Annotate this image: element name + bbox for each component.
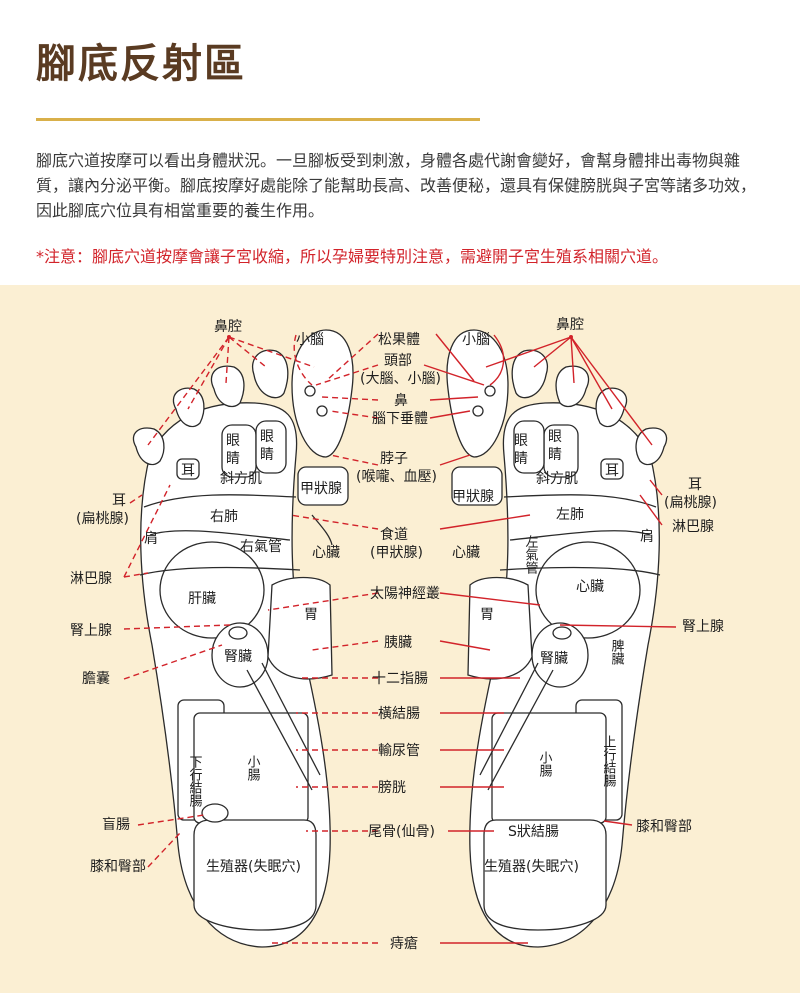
foot-reflexology-diagram: 鼻腔 小腦 松果體 頭部 (大腦、小腦) 鼻 腦下垂體 脖子 (喉嚨、血壓) 眼…	[70, 316, 724, 952]
label-thyroid-right: 甲狀腺	[452, 489, 494, 505]
label-eye-right-a2: 睛	[514, 451, 528, 467]
label-small-intestine-right: 小腸	[537, 751, 553, 777]
label-appendix: 盲腸	[102, 816, 130, 833]
label-neck: 脖子	[380, 451, 408, 467]
label-esophagus-detail: (甲狀腺)	[370, 545, 423, 561]
label-kidney-right: 腎臟	[540, 651, 568, 667]
label-ureter: 輸尿管	[378, 743, 420, 759]
label-lymph-right: 淋巴腺	[672, 519, 714, 535]
label-right-bronchus: 右氣管	[240, 539, 282, 555]
label-bladder: 膀胱	[378, 779, 406, 796]
label-descending-colon: 下行結腸	[187, 755, 203, 807]
label-solar-plexus: 太陽神經叢	[370, 586, 440, 602]
label-lymph-left: 淋巴腺	[70, 571, 112, 587]
header: 腳底反射區 腳底穴道按摩可以看出身體狀況。一旦腳板受到刺激，身體各處代謝會變好，…	[0, 0, 800, 285]
label-eye-left-b2: 睛	[260, 447, 274, 463]
label-head: 頭部	[384, 353, 412, 369]
liver-area	[159, 541, 265, 639]
eye-area-left-2	[255, 420, 287, 474]
label-eye-left-b1: 眼	[260, 429, 274, 445]
left-leader-lines	[123, 333, 379, 944]
label-cerebellum-right: 小腦	[462, 332, 490, 348]
label-head-detail: (大腦、小腦)	[360, 371, 441, 387]
label-thyroid-left: 甲狀腺	[300, 481, 342, 497]
label-small-intestine-left: 小腸	[245, 755, 261, 781]
label-transverse-colon: 橫結腸	[378, 706, 420, 722]
label-left-lung: 左肺	[556, 507, 584, 523]
label-knee-hip-right: 膝和臀部	[636, 819, 692, 835]
label-right-lung: 右肺	[210, 509, 238, 525]
label-adrenal-left: 腎上腺	[70, 623, 112, 639]
label-shoulder-right: 肩	[640, 529, 654, 545]
label-heart-left: 心臟	[312, 545, 340, 561]
label-ear-tonsil-right: 耳	[688, 477, 702, 493]
label-ear-tonsil-left: 耳	[112, 493, 126, 509]
label-kidney-left: 腎臟	[224, 649, 252, 665]
thyroid-area-left	[297, 466, 349, 506]
label-hemorrhoid: 痔瘡	[390, 935, 418, 952]
label-left-bronchus: 左氣管	[523, 535, 539, 575]
label-trapezius-left: 斜方肌	[220, 471, 262, 487]
label-genital-left: 生殖器(失眠穴)	[206, 858, 301, 875]
left-foot	[132, 329, 354, 948]
label-sigmoid: S狀結腸	[508, 824, 559, 840]
label-eye-right-b1: 眼	[548, 429, 562, 445]
label-nasal-right: 鼻腔	[556, 316, 584, 333]
title-underline	[36, 118, 480, 121]
label-stomach-right: 胃	[480, 607, 494, 623]
label-ascending-colon: 上行結腸	[601, 735, 617, 787]
label-pituitary: 腦下垂體	[372, 411, 428, 427]
right-foot	[446, 329, 668, 948]
label-esophagus: 食道	[380, 526, 408, 543]
intro-paragraph: 腳底穴道按摩可以看出身體狀況。一旦腳板受到刺激，身體各處代謝會變好，會幫身體排出…	[36, 151, 757, 220]
warning-note: *注意：腳底穴道按摩會讓子宮收縮，所以孕婦要特別注意，需避開子宮生殖系相關穴道。	[36, 247, 669, 266]
label-pineal: 松果體	[378, 332, 420, 348]
stomach-area-left	[267, 576, 333, 680]
label-heart-right-small: 心臟	[452, 545, 480, 561]
adrenal-area-left	[228, 626, 248, 640]
label-heart-right: 心臟	[576, 579, 604, 595]
label-gallbladder: 膽囊	[82, 670, 110, 687]
page-title: 腳底反射區	[36, 41, 246, 87]
label-ear-left: 耳	[181, 463, 195, 479]
label-ear-tonsil-left-detail: (扁桃腺)	[76, 511, 129, 527]
label-stomach-left: 胃	[304, 607, 318, 623]
label-adrenal-right: 腎上腺	[682, 619, 724, 635]
label-ear-tonsil-right-detail: (扁桃腺)	[664, 495, 717, 511]
label-neck-detail: (喉嚨、血壓)	[356, 468, 437, 485]
appendix-area	[201, 803, 229, 823]
label-liver: 肝臟	[188, 591, 216, 607]
label-duodenum: 十二指腸	[372, 671, 428, 687]
label-eye-left-a1: 眼	[226, 433, 240, 449]
genital-area-left	[193, 819, 317, 931]
label-eye-right-b2: 睛	[548, 447, 562, 463]
label-nasal-left: 鼻腔	[214, 318, 242, 335]
label-eye-right-a1: 眼	[514, 433, 528, 449]
label-genital-right: 生殖器(失眠穴)	[484, 858, 579, 875]
label-cerebellum-left: 小腦	[296, 332, 324, 348]
label-knee-hip-left: 膝和臀部	[90, 859, 146, 875]
label-coccyx: 尾骨(仙骨)	[368, 824, 435, 840]
right-leader-lines	[423, 333, 677, 944]
label-pancreas: 胰臟	[384, 635, 412, 651]
label-trapezius-right: 斜方肌	[536, 471, 578, 487]
label-shoulder-left: 肩	[144, 531, 158, 547]
diagram-background	[0, 285, 800, 993]
label-ear-right: 耳	[605, 463, 619, 479]
ear-area-left	[176, 458, 200, 480]
label-spleen: 脾臟	[609, 639, 625, 665]
label-eye-left-a2: 睛	[226, 451, 240, 467]
label-nose: 鼻	[394, 392, 408, 409]
